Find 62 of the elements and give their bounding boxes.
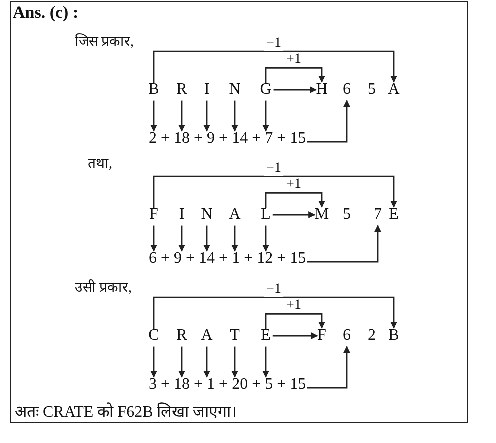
code-character: A xyxy=(229,206,241,224)
arrow xyxy=(265,67,326,84)
code-character: I xyxy=(204,81,210,99)
arrow xyxy=(153,50,398,84)
code-character: 5 xyxy=(368,81,376,99)
arrow xyxy=(265,313,326,330)
arrow xyxy=(262,346,270,378)
code-character: A xyxy=(201,327,213,345)
code-character: G xyxy=(260,81,272,99)
arrow xyxy=(232,346,238,378)
code-character: M xyxy=(314,206,330,224)
step-heading: उसी प्रकार, xyxy=(75,278,132,297)
arrow xyxy=(232,226,238,252)
sum-expression: 2 + 18 + 9 + 14 + 7 + 15 xyxy=(149,130,306,148)
arrow xyxy=(307,225,382,263)
arrow xyxy=(178,226,186,252)
arrow xyxy=(232,100,238,132)
step-heading: जिस प्रकार, xyxy=(75,32,134,51)
arrow xyxy=(153,176,398,208)
arrow xyxy=(274,86,317,94)
code-character: L xyxy=(261,206,271,224)
arrow xyxy=(204,346,210,378)
code-character: 6 xyxy=(343,81,351,99)
arrow xyxy=(150,346,158,378)
arrow xyxy=(272,212,316,218)
code-character: C xyxy=(148,327,160,345)
code-character: F xyxy=(318,327,326,345)
arrow xyxy=(178,346,186,378)
arrow xyxy=(150,100,158,132)
sum-expression: 3 + 18 + 1 + 20 + 5 + 15 xyxy=(149,376,306,394)
arrow xyxy=(153,296,398,330)
code-character: R xyxy=(176,327,188,345)
arrow xyxy=(262,100,270,132)
arrow xyxy=(204,100,210,132)
code-character: 2 xyxy=(368,327,376,345)
code-character: 5 xyxy=(343,206,351,224)
code-character: E xyxy=(261,327,271,345)
arrow xyxy=(204,226,210,252)
code-character: A xyxy=(388,81,400,99)
code-character: 6 xyxy=(343,327,351,345)
code-character: I xyxy=(179,206,185,224)
answer-heading: Ans. (c) : xyxy=(13,3,79,23)
arrow xyxy=(307,346,350,389)
code-character: R xyxy=(176,81,188,99)
code-character: B xyxy=(148,81,160,99)
code-character: F xyxy=(150,206,158,224)
arrow xyxy=(262,226,270,252)
arrow xyxy=(272,332,318,340)
arrow xyxy=(265,192,326,208)
code-character: 7 xyxy=(374,206,382,224)
sum-expression: 6 + 9 + 14 + 1 + 12 + 15 xyxy=(149,250,306,268)
conclusion-text: अतः CRATE को F62B लिखा जाएगा। xyxy=(15,402,238,422)
arrow xyxy=(150,226,158,252)
code-character: N xyxy=(229,81,241,99)
code-character: T xyxy=(230,327,240,345)
step-heading: तथा, xyxy=(88,156,112,173)
code-character: H xyxy=(316,81,328,99)
code-character: E xyxy=(389,206,399,224)
code-character: N xyxy=(201,206,213,224)
arrow xyxy=(307,100,350,143)
arrow xyxy=(178,100,186,132)
code-character: B xyxy=(388,327,400,345)
